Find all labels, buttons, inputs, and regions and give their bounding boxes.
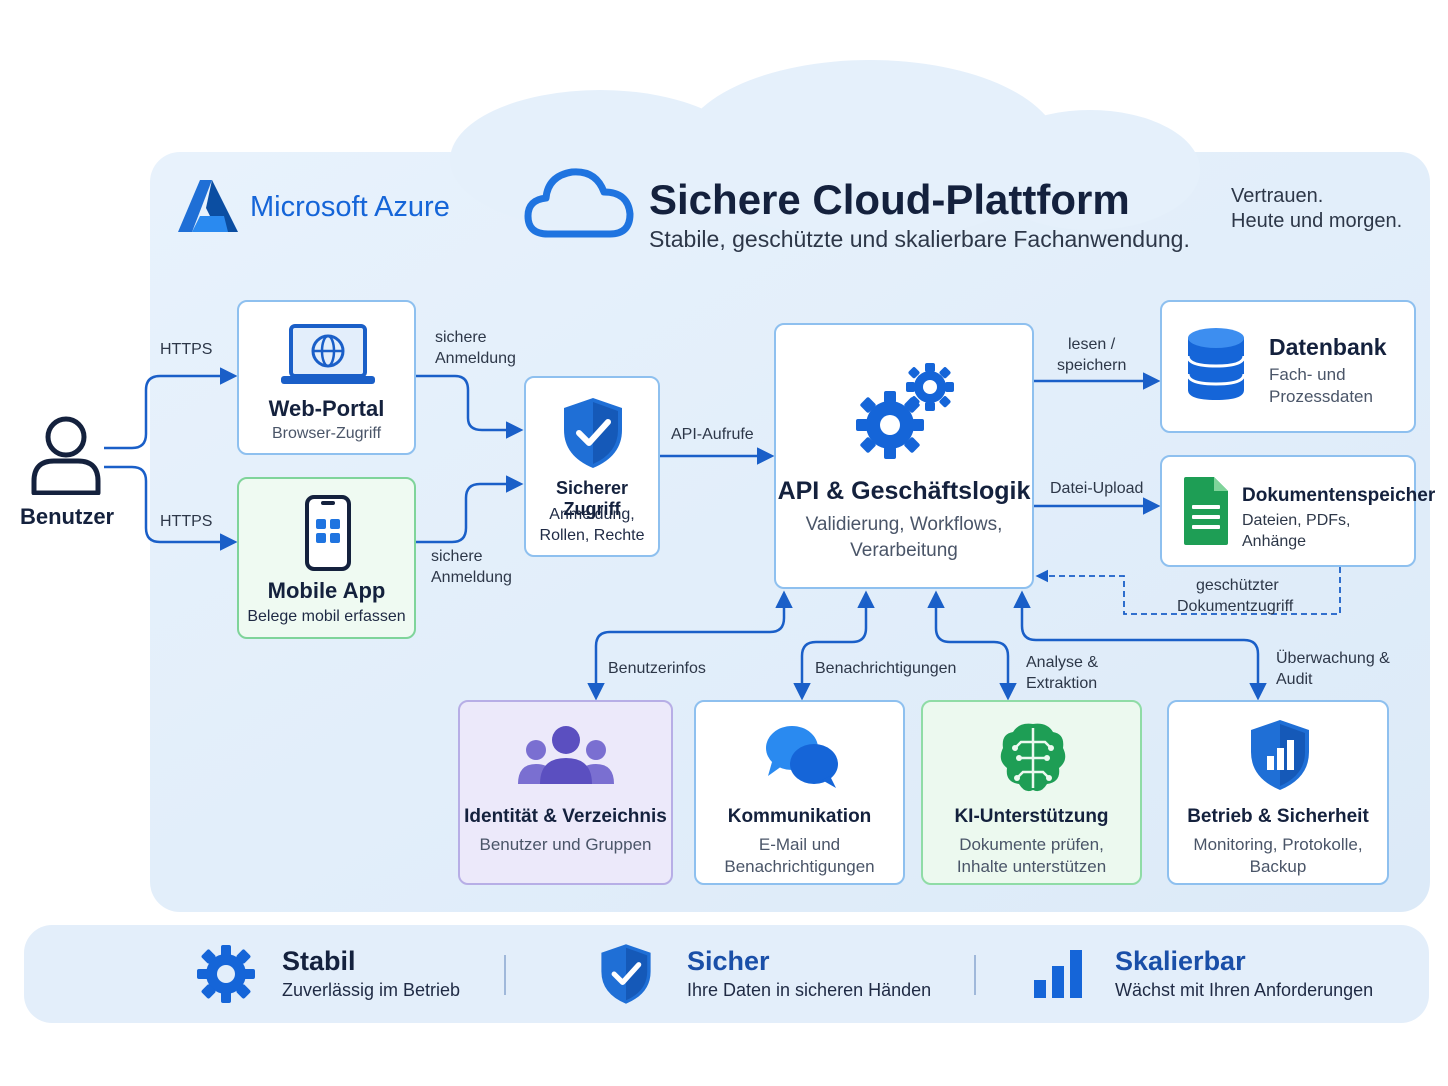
edge-label-user-info: Benutzerinfos [608,660,706,677]
communication-sub1: E-Mail und [758,835,841,854]
laptop-globe-icon [281,322,375,391]
footer-stabil-title: Stabil [282,946,356,976]
edge-label-https-top: HTTPS [160,341,213,358]
edge-label-doc-access-2: Dokumentzugriff [1177,598,1294,615]
edge-label-api-calls: API-Aufrufe [671,426,754,443]
tagline-line2: Heute und morgen. [1231,210,1403,232]
edge-api-ai [927,590,1017,701]
brain-circuit-icon [999,720,1067,799]
edge-label-doc-access-1: geschützter [1196,577,1279,594]
ai-sub1: Dokumente prüfen, [959,835,1104,854]
shield-check-icon [598,942,654,1011]
edge-label-analysis-2: Extraktion [1026,675,1098,692]
secure-access-node[interactable]: Sicherer Zugriff Anmeldung, Rollen, Rech… [524,376,660,557]
edge-user-web [104,367,238,450]
edge-label-analysis-1: Analyse & [1026,654,1099,671]
documents-sub2: Anhänge [1242,533,1307,550]
communication-node[interactable]: Kommunikation E-Mail und Benachrichtigun… [694,700,905,885]
user-label: Benutzer [20,504,115,529]
edge-label-notifications: Benachrichtigungen [815,660,957,677]
edge-api-communication [793,590,875,701]
smartphone-icon [305,495,351,576]
operations-node[interactable]: Betrieb & Sicherheit Monitoring, Protoko… [1167,700,1389,885]
secure-access-sub2: Rollen, Rechte [539,527,645,544]
azure-logo-icon [178,180,238,237]
ai-title: KI-Unterstützung [954,806,1109,827]
cloud-icon [524,162,634,245]
user-icon [30,415,102,500]
ai-sub2: Inhalte unterstützen [956,857,1107,876]
operations-title: Betrieb & Sicherheit [1187,806,1369,827]
operations-sub1: Monitoring, Protokolle, [1193,835,1363,854]
edge-label-https-bottom: HTTPS [160,513,213,530]
edge-label-login-bottom-1: sichere [431,548,483,565]
identity-node[interactable]: Identität & Verzeichnis Benutzer und Gru… [458,700,673,885]
documents-title: Dokumentenspeicher [1242,485,1436,506]
bar-chart-icon [1032,948,1084,1005]
page-title: Sichere Cloud-Plattform [649,176,1130,223]
users-group-icon [518,724,614,791]
database-title: Datenbank [1269,334,1387,360]
identity-sub: Benutzer und Gruppen [479,835,652,854]
tagline-line1: Vertrauen. [1231,185,1324,207]
footer-stabil-sub: Zuverlässig im Betrieb [282,980,461,1000]
communication-title: Kommunikation [727,806,872,827]
documents-sub1: Dateien, PDFs, [1242,512,1351,529]
edge-mobile-access [416,475,524,544]
shield-check-icon [560,396,626,475]
gear-icon [196,944,256,1009]
document-icon [1182,475,1230,552]
edge-api-identity [587,590,793,701]
edge-user-mobile [104,465,238,551]
edge-label-monitoring-2: Audit [1276,671,1313,688]
database-icon [1186,326,1246,407]
api-sub2: Verarbeitung [850,540,958,561]
edge-api-operations [1013,590,1267,701]
secure-access-sub1: Anmeldung, [549,506,635,523]
edge-label-monitoring-1: Überwachung & [1276,650,1390,667]
mobile-app-sub: Belege mobil erfassen [247,608,406,625]
database-sub1: Fach- und [1269,365,1346,384]
web-portal-sub: Browser-Zugriff [271,425,382,442]
edge-label-login-bottom-2: Anmeldung [431,569,512,586]
footer-sicher-title: Sicher [687,946,770,976]
operations-sub2: Backup [1249,857,1307,876]
mobile-app-title: Mobile App [267,578,386,603]
edge-web-access [416,374,524,439]
api-sub1: Validierung, Workflows, [805,514,1003,535]
footer-skalierbar-title: Skalierbar [1115,946,1246,976]
shield-chart-icon [1247,718,1313,797]
footer-panel [24,925,1429,1023]
api-node[interactable]: API & Geschäftslogik Validierung, Workfl… [774,323,1034,589]
chat-bubbles-icon [764,724,840,795]
web-portal-title: Web-Portal [268,396,385,421]
database-node[interactable]: Datenbank Fach- und Prozessdaten [1160,300,1416,433]
page-subtitle: Stabile, geschützte und skalierbare Fach… [649,226,1190,252]
footer-sicher-sub: Ihre Daten in sicheren Händen [687,980,932,1000]
ai-node[interactable]: KI-Unterstützung Dokumente prüfen, Inhal… [921,700,1142,885]
api-title: API & Geschäftslogik [777,477,1031,505]
mobile-app-node[interactable]: Mobile App Belege mobil erfassen [237,477,416,639]
brand-name: Microsoft Azure [250,191,450,223]
edge-label-login-top-2: Anmeldung [435,350,516,367]
edge-label-read-write-2: speichern [1057,357,1127,374]
documents-node[interactable]: Dokumentenspeicher Dateien, PDFs, Anhäng… [1160,455,1435,567]
database-sub2: Prozessdaten [1269,387,1373,406]
connectors [104,367,1341,701]
edge-label-file-upload: Datei-Upload [1050,480,1144,497]
edge-label-login-top-1: sichere [435,329,487,346]
web-portal-node[interactable]: Web-Portal Browser-Zugriff [237,300,416,455]
communication-sub2: Benachrichtigungen [724,857,875,876]
edge-label-read-write-1: lesen / [1068,336,1116,353]
secure-access-title: Sicherer Zugriff [555,478,629,519]
gears-icon [854,361,958,466]
identity-title: Identität & Verzeichnis [464,806,667,827]
footer-skalierbar-sub: Wächst mit Ihren Anforderungen [1115,980,1374,1000]
